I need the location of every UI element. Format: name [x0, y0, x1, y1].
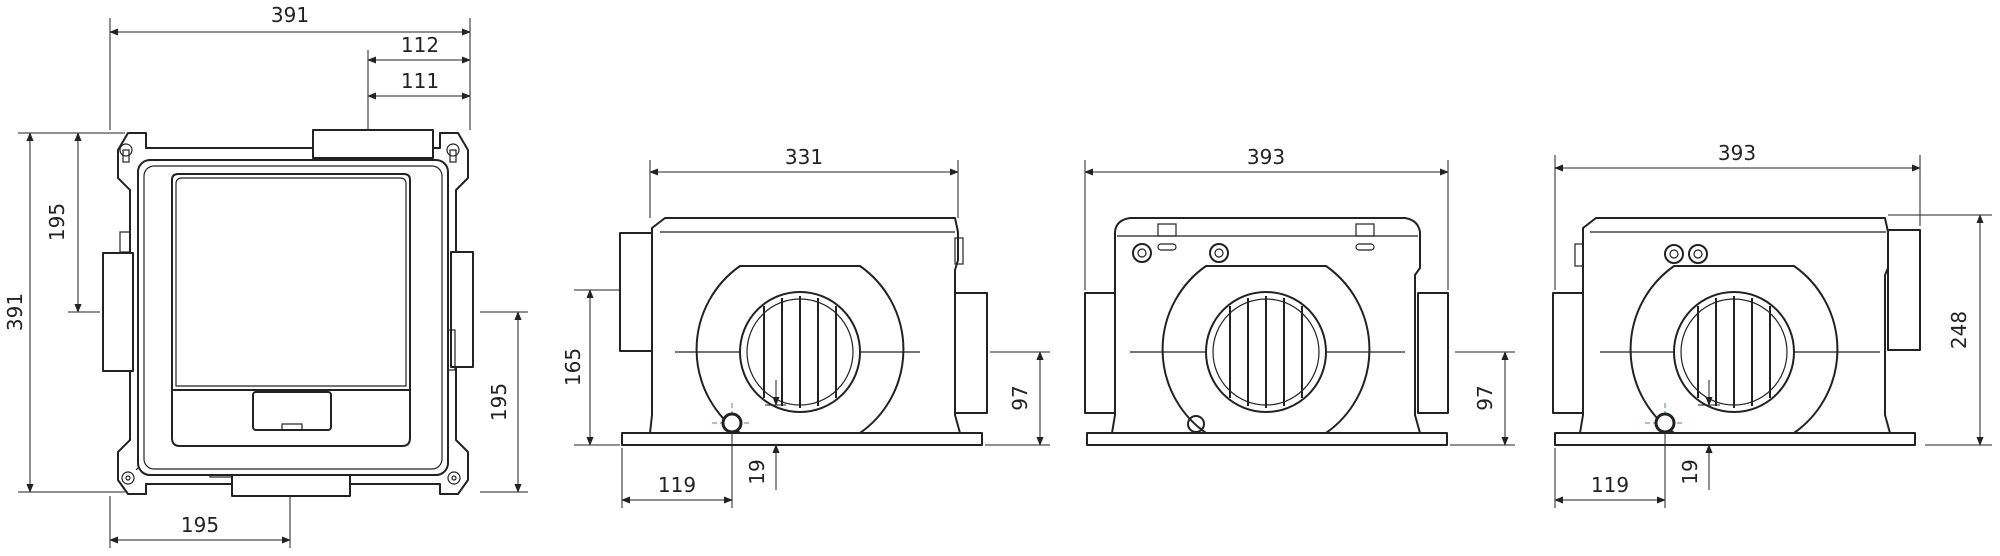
dim-back-height: 248 — [1947, 311, 1971, 349]
side-view — [619, 217, 988, 446]
dim-top-half-bottom: 195 — [181, 513, 219, 537]
right-spigot — [1417, 292, 1449, 414]
connector-icon — [1664, 244, 1708, 264]
fan-outlet-icon — [1205, 291, 1327, 413]
left-spigot — [619, 232, 653, 352]
dim-top-height: 391 — [3, 293, 27, 331]
dim-side-height: 165 — [561, 348, 585, 386]
back-view — [1552, 217, 1921, 446]
dim-top-offset-a: 112 — [401, 33, 439, 57]
dim-side-axis-height: 97 — [1008, 385, 1032, 410]
dim-side-drain-h: 19 — [745, 459, 769, 484]
dim-top-half-right: 195 — [487, 383, 511, 421]
right-duct — [450, 251, 474, 368]
side-view-dimensions: 331 165 97 119 19 — [561, 145, 1050, 508]
dim-front-width: 393 — [1247, 145, 1285, 169]
fan-outlet-icon — [739, 291, 861, 413]
condensate-port-icon — [1187, 415, 1205, 433]
right-spigot — [954, 292, 988, 414]
fan-outlet-icon — [1673, 291, 1795, 413]
left-spigot — [1084, 292, 1116, 414]
dim-back-drain-x: 119 — [1591, 473, 1629, 497]
connector-icon — [1132, 243, 1229, 263]
left-spigot — [1552, 292, 1584, 414]
dim-top-half-upper: 195 — [45, 203, 69, 241]
keyhole-icon — [119, 143, 460, 163]
lid-panel — [171, 173, 411, 391]
top-view-dimensions: 391 112 111 391 195 195 195 — [3, 3, 528, 548]
base-plate — [621, 432, 983, 446]
top-duct — [312, 129, 434, 159]
dim-front-axis-height: 97 — [1473, 385, 1497, 410]
front-view — [1084, 217, 1449, 446]
drain-marker-icon — [712, 403, 752, 443]
right-spigot — [1887, 229, 1921, 351]
dim-top-offset-b: 111 — [401, 69, 439, 93]
unit-body — [137, 159, 449, 476]
dim-top-width: 391 — [271, 3, 309, 27]
dim-side-width: 331 — [785, 145, 823, 169]
dim-back-width: 393 — [1718, 141, 1756, 165]
left-duct — [102, 252, 134, 372]
dim-back-drain-h: 19 — [1678, 459, 1702, 484]
dim-side-drain-x: 119 — [658, 473, 696, 497]
top-view — [102, 129, 474, 497]
front-view-dimensions: 393 97 — [1084, 145, 1515, 446]
back-view-dimensions: 393 248 119 19 — [1554, 141, 1992, 508]
